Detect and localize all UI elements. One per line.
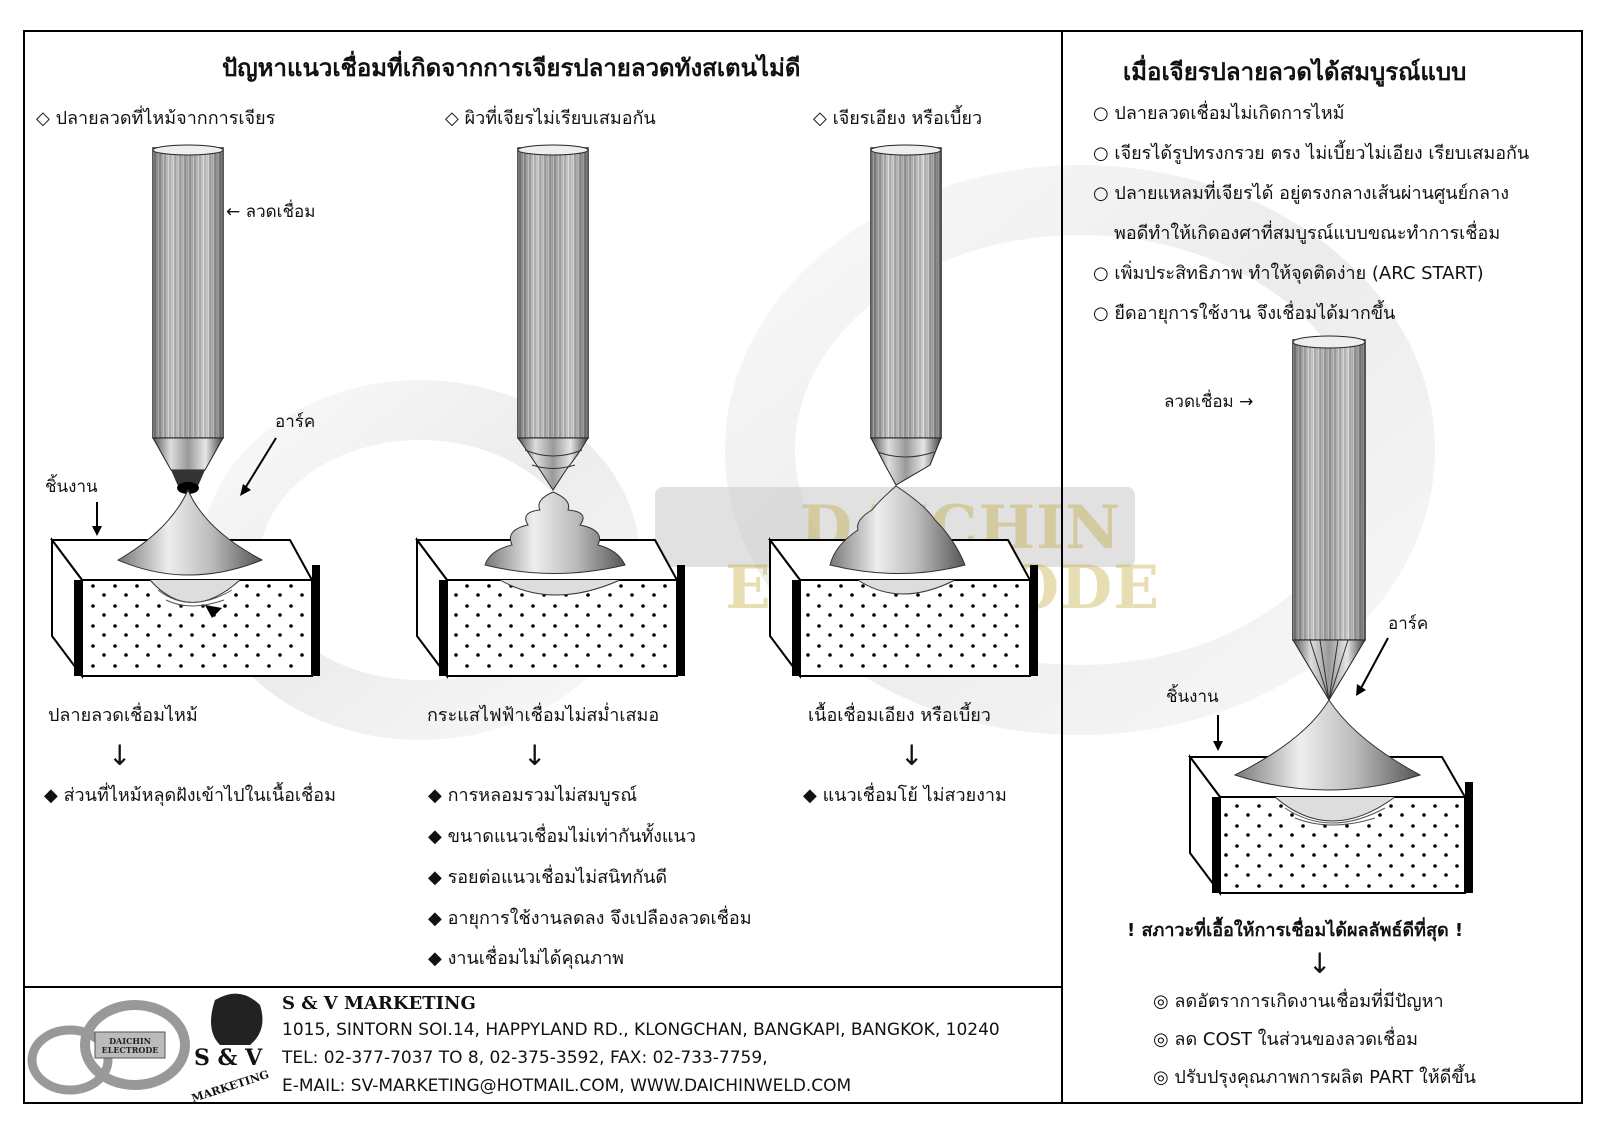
footer-address: 1015, SINTORN SOI.14, HAPPYLAND RD., KLO… [282,1020,1000,1040]
right-benefit-2: ◎ ปรับปรุงคุณภาพการผลิต PART ให้ดีขึ้น [1153,1067,1476,1088]
col2-result: กระแสไฟฟ้าเชื่อมไม่สม่ำเสมอ [427,705,660,726]
right-item-5: ○ ยืดอายุการใช้งาน จึงเชื่อมได้มากขึ้น [1093,303,1396,324]
column-divider [1061,30,1063,1104]
col2-down-arrow: ↓ [523,739,547,772]
footer-logo-daichin-line2: ELECTRODE [101,1045,159,1055]
right-item-4: ○ เพิ่มประสิทธิภาพ ทำให้จุดติดง่าย (ARC … [1093,263,1484,284]
col1-label-arc: อาร์ค [275,412,316,432]
col3-down-arrow: ↓ [900,739,924,772]
left-title: ปัญหาแนวเชื่อมที่เกิดจากการเจียรปลายลวดท… [222,54,801,82]
right-item-1: ○ เจียรได้รูปทรงกรวย ตรง ไม่เบี้ยวไม่เอี… [1093,143,1530,164]
right-down-arrow: ↓ [1308,947,1332,980]
col1-illustration [50,144,320,679]
right-label-arc: อาร์ค [1388,614,1429,634]
col3-bullet-0: ◆ แนวเชื่อมโย้ ไม่สวยงาม [803,785,1007,806]
col3-heading: ◇ เจียรเอียง หรือเบี้ยว [813,108,983,129]
right-illustration [1188,335,1473,896]
footer-logo-daichin-line1: DAICHIN [109,1036,151,1046]
footer-logos [27,993,263,1095]
footer-company: S & V MARKETING [282,993,476,1014]
col2-heading: ◇ ผิวที่เจียรไม่เรียบเสมอกัน [445,108,656,129]
footer-email: E-MAIL: SV-MARKETING@HOTMAIL.COM, WWW.DA… [282,1076,852,1096]
col3-result: เนื้อเชื่อมเอียง หรือเบี้ยว [808,705,991,726]
right-benefit-0: ◎ ลดอัตราการเกิดงานเชื่อมที่มีปัญหา [1153,991,1444,1012]
col2-bullet-0: ◆ การหลอมรวมไม่สมบูรณ์ [428,785,638,806]
footer-divider [23,986,1063,988]
right-label-rod: ลวดเชื่อม → [1164,392,1254,412]
col2-bullet-1: ◆ ขนาดแนวเชื่อมไม่เท่ากันทั้งแนว [428,826,696,847]
col1-heading: ◇ ปลายลวดที่ไหม้จากการเจียร [36,108,276,129]
col3-illustration [768,144,1038,679]
right-benefit-1: ◎ ลด COST ในส่วนของลวดเชื่อม [1153,1029,1419,1050]
col1-label-rod: ← ลวดเชื่อม [226,202,316,222]
right-item-2: ○ ปลายแหลมที่เจียรได้ อยู่ตรงกลางเส้นผ่า… [1093,183,1509,204]
footer-logo-sv: S & V [194,1045,263,1071]
right-item-3: พอดีทำให้เกิดองศาที่สมบูรณ์แบบขณะทำการเช… [1114,223,1501,244]
col2-bullet-2: ◆ รอยต่อแนวเชื่อมไม่สนิทกันดี [428,867,668,888]
page-frame [23,30,1583,1104]
col2-illustration [415,144,685,679]
col1-bullet-0: ◆ ส่วนที่ไหม้หลุดฝังเข้าไปในเนื้อเชื่อม [44,785,336,806]
col2-bullet-3: ◆ อายุการใช้งานลดลง จึงเปลืองลวดเชื่อม [428,908,752,929]
col1-burnt-tip [177,482,199,494]
right-title: เมื่อเจียรปลายลวดได้สมบูรณ์แบบ [1123,58,1467,86]
right-conclusion: ! สภาวะที่เอื้อให้การเชื่อมได้ผลลัพธ์ดีท… [1127,920,1464,941]
right-item-0: ○ ปลายลวดเชื่อมไม่เกิดการไหม้ [1093,103,1345,124]
footer-phone: TEL: 02-377-7037 TO 8, 02-375-3592, FAX:… [282,1048,768,1068]
col1-down-arrow: ↓ [108,739,132,772]
col1-result: ปลายลวดเชื่อมไหม้ [48,705,198,726]
footer-logo-daichin: DAICHIN ELECTRODE [92,1037,168,1055]
col1-label-work: ชิ้นงาน [45,477,98,497]
col2-bullet-4: ◆ งานเชื่อมไม่ได้คุณภาพ [428,948,625,969]
right-label-work: ชิ้นงาน [1166,687,1219,707]
